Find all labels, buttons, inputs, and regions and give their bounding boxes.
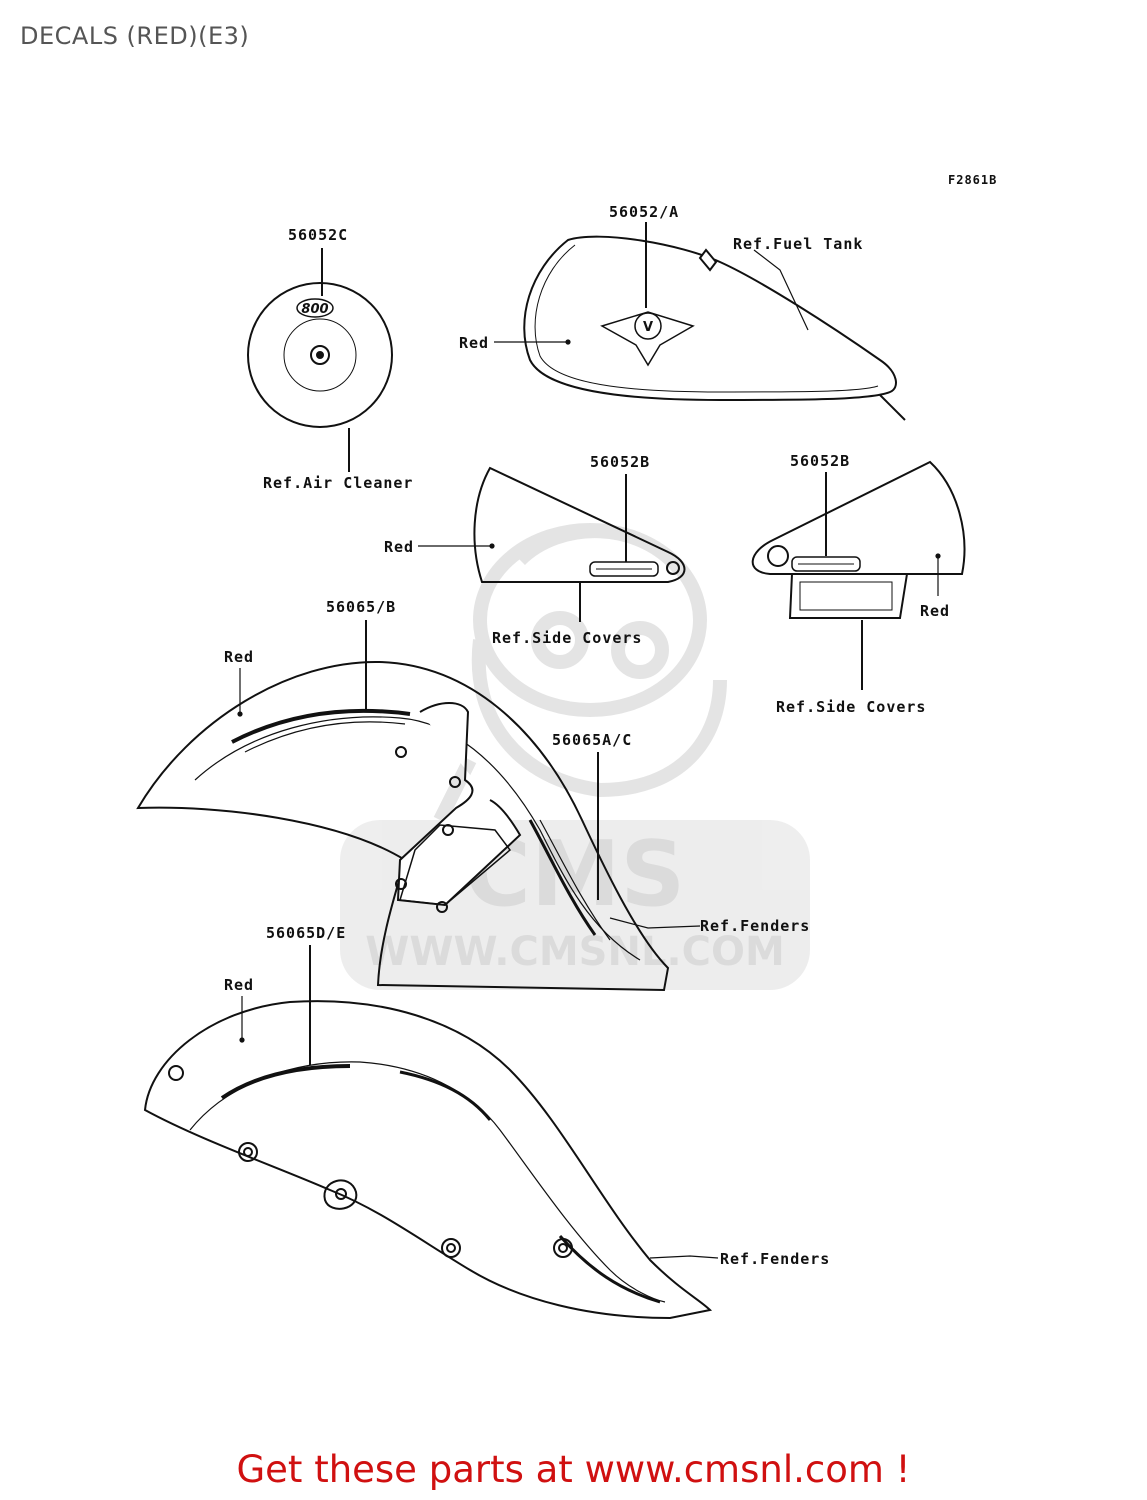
footer-cta[interactable]: Get these parts at www.cmsnl.com ! [0, 1448, 1147, 1491]
label-rear-fender-color: Red [224, 976, 254, 994]
side-cover-left-part [418, 466, 686, 622]
tank-emblem-letter: V [643, 320, 653, 335]
label-side-left-color: Red [384, 538, 414, 556]
label-front-fender-ref: Ref.Fenders [700, 917, 810, 935]
rear-fender-part [143, 945, 719, 1320]
label-side-left-part: 56052B [590, 453, 650, 471]
label-side-right-part: 56052B [790, 452, 850, 470]
cmsnl-link[interactable]: Get these parts at www.cmsnl.com ! [236, 1448, 911, 1491]
label-side-right-ref: Ref.Side Covers [776, 698, 926, 716]
label-tank-ref: Ref.Fuel Tank [733, 235, 863, 253]
label-tank-part: 56052/A [609, 203, 679, 221]
front-fender-part [136, 620, 701, 992]
air-cleaner-badge: 800 [301, 302, 328, 317]
air-cleaner-part [247, 248, 393, 472]
label-air-cleaner-ref: Ref.Air Cleaner [263, 474, 413, 492]
label-front-fender-part-top: 56065/B [326, 598, 396, 616]
page-title: DECALS (RED)(E3) [20, 22, 250, 50]
label-rear-fender-part: 56065D/E [266, 924, 346, 942]
parts-diagram: CMS WWW.CMSNL.COM F2861B 800 56052C Ref.… [136, 173, 997, 1320]
watermark-mascot [433, 523, 727, 824]
label-tank-color: Red [459, 334, 489, 352]
label-front-fender-part-side: 56065A/C [552, 731, 632, 749]
figure-id: F2861B [948, 173, 997, 187]
label-side-left-ref: Ref.Side Covers [492, 629, 642, 647]
side-cover-right-part [751, 460, 966, 690]
fuel-tank-part [494, 222, 906, 421]
label-side-right-color: Red [920, 602, 950, 620]
label-front-fender-color: Red [224, 648, 254, 666]
label-air-cleaner-part: 56052C [288, 226, 348, 244]
label-rear-fender-ref: Ref.Fenders [720, 1250, 830, 1268]
watermark-url: WWW.CMSNL.COM [365, 929, 785, 975]
